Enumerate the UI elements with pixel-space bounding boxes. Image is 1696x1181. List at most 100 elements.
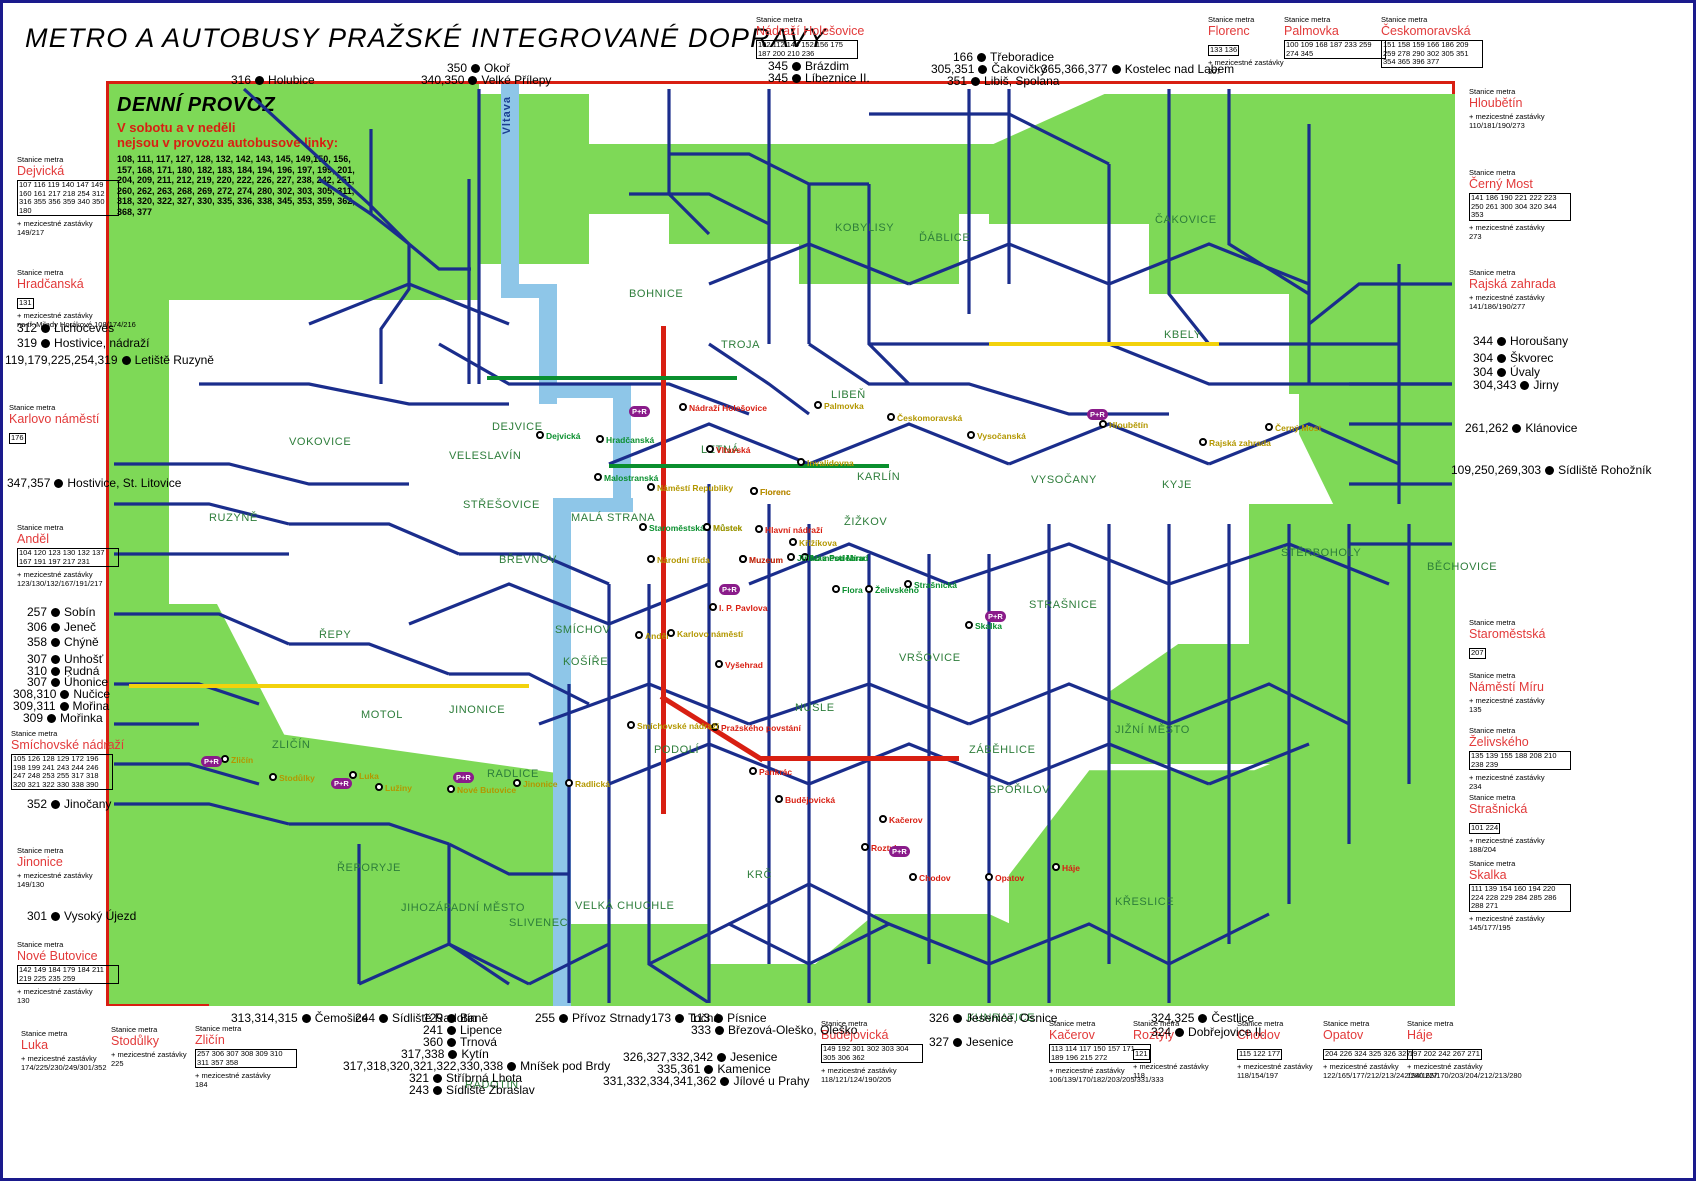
metro-station-vltavsk-[interactable]: Vltavská xyxy=(716,445,751,455)
metro-station-pra-sk-ho-povst-n-[interactable]: Pražského povstání xyxy=(721,723,801,733)
metro-info-name: Anděl xyxy=(17,532,49,546)
metro-station-hlavn-n-dra-[interactable]: Hlavní nádraží xyxy=(765,525,823,535)
metro-station-jinonice[interactable]: Jinonice xyxy=(523,779,558,789)
metro-info-caption: Stanice metra xyxy=(1049,1019,1096,1028)
terminus-lines: 317,318,320,321,322,330,338 xyxy=(343,1059,504,1073)
terminus-lines: 345 xyxy=(768,59,789,73)
metro-station-dot-icon xyxy=(703,523,711,531)
metro-info-name: Staroměstská xyxy=(1469,627,1546,641)
metro-station-florenc[interactable]: Florenc xyxy=(760,487,791,497)
terminus-name: Lichoceves xyxy=(54,321,115,335)
metro-station-stra-nick-[interactable]: Strašnická xyxy=(914,580,957,590)
metro-station-palmovka[interactable]: Palmovka xyxy=(824,401,864,411)
metro-station-n-m-st-m-ru[interactable]: Náměstí Míru xyxy=(811,553,865,563)
map-canvas[interactable]: Vltava DENNÍ PROVOZ V sobotu a v neděli … xyxy=(106,81,1497,1091)
metro-station-k-i-kova[interactable]: Křižíkova xyxy=(799,538,837,548)
metro-station-ka-erov[interactable]: Kačerov xyxy=(889,815,923,825)
metro-station-florenc[interactable]: Florenc xyxy=(760,487,791,497)
metro-station-dot-icon xyxy=(627,721,635,729)
page-title: METRO A AUTOBUSY PRAŽSKÉ INTEGROVANÉ DOP… xyxy=(25,23,827,53)
metro-station-and-l[interactable]: Anděl xyxy=(645,631,669,641)
metro-station-n-dra-hole-ovice[interactable]: Nádraží Holešovice xyxy=(689,403,767,413)
metro-station-n-rodn-t-da[interactable]: Národní třída xyxy=(657,555,710,565)
terminus-dot-icon xyxy=(59,702,69,712)
metro-info-lines: 141 186 190 221 222 223 250 261 300 304 … xyxy=(1469,193,1571,221)
terminus-dot-icon xyxy=(51,655,61,665)
metro-station-vy-ehrad[interactable]: Vyšehrad xyxy=(725,660,763,670)
terminus-name: Přívoz Strnady xyxy=(572,1011,651,1025)
metro-station-bud-jovick-[interactable]: Budějovická xyxy=(785,795,836,805)
metro-station-lu-iny[interactable]: Lužiny xyxy=(385,783,412,793)
metro-station-hrad-ansk-[interactable]: Hradčanská xyxy=(606,435,655,445)
terminus-dot-icon xyxy=(1497,354,1507,364)
metro-info-name: Českomoravská xyxy=(1381,24,1471,38)
metro-station-m-stek[interactable]: Můstek xyxy=(713,523,743,533)
district-libe-: LIBEŇ xyxy=(831,389,866,401)
district-velk-chuchle: VELKÁ CHUCHLE xyxy=(575,900,675,912)
terminus-lines: 345 xyxy=(768,71,789,85)
metro-station-dot-icon xyxy=(375,783,383,791)
metro-station-roztyly[interactable]: Roztyly xyxy=(871,843,902,853)
metro-station-rajsk-zahrada[interactable]: Rajská zahrada xyxy=(1209,438,1271,448)
metro-station-dot-icon xyxy=(1099,420,1107,428)
metro-station-vyso-ansk-[interactable]: Vysočanská xyxy=(977,431,1026,441)
metro-station-ji-ho-z-pod-brad[interactable]: Jiřího z Poděbrad xyxy=(797,553,869,563)
metro-station-dot-icon xyxy=(750,487,758,495)
metro-station-chodov[interactable]: Chodov xyxy=(919,873,951,883)
metro-station-flora[interactable]: Flora xyxy=(842,585,863,595)
metro-station-starom-stsk-[interactable]: Staroměstská xyxy=(649,523,705,533)
metro-station-dejvick-[interactable]: Dejvická xyxy=(546,431,581,441)
metro-station-stod-lky[interactable]: Stodůlky xyxy=(279,773,315,783)
metro-station-pankr-c[interactable]: Pankrác xyxy=(759,767,793,777)
metro-station-karlovo-n-m-st-[interactable]: Karlovo náměstí xyxy=(677,629,744,639)
metro-station-opatov[interactable]: Opatov xyxy=(995,873,1025,883)
metro-line-a xyxy=(609,464,889,468)
metro-station-luka[interactable]: Luka xyxy=(359,771,379,781)
district-k-eslice: KŘESLICE xyxy=(1115,896,1175,908)
terminus-dot-icon xyxy=(953,1038,963,1048)
district-motol: MOTOL xyxy=(361,709,403,721)
district--akovice: ČAKOVICE xyxy=(1155,214,1217,226)
metro-info-caption: Stanice metra xyxy=(1133,1019,1180,1028)
metro-station-malostransk-[interactable]: Malostranská xyxy=(604,473,659,483)
metro-station-invalidovna[interactable]: Invalidovna xyxy=(807,458,854,468)
district-kunratice: KUNRATICE xyxy=(967,1012,1036,1024)
terminus-name: Hostivice, St. Litovice xyxy=(67,476,182,490)
metro-station-hloub-t-n[interactable]: Hloubětín xyxy=(1109,420,1149,430)
metro-station-dot-icon xyxy=(967,431,975,439)
park-ride-badge: P+R xyxy=(889,846,910,857)
terminus-name: Sobín xyxy=(64,605,96,619)
metro-info-caption: Stanice metra xyxy=(195,1024,242,1033)
metro-station-sm-chovsk-n-dra-[interactable]: Smíchovské nádraží xyxy=(637,721,719,731)
metro-station-nov-butovice[interactable]: Nové Butovice xyxy=(457,785,517,795)
terminus-dot-icon xyxy=(977,53,987,63)
metro-station-radlick-[interactable]: Radlická xyxy=(575,779,610,789)
metro-station-muzeum[interactable]: Muzeum xyxy=(749,555,783,565)
metro-info-caption: Stanice metra xyxy=(756,15,803,24)
metro-station-muzeum[interactable]: Muzeum xyxy=(749,555,783,565)
metro-station-m-stek[interactable]: Můstek xyxy=(713,523,743,533)
metro-station-skalka[interactable]: Skalka xyxy=(975,621,1002,631)
metro-station--ern-most[interactable]: Černý Most xyxy=(1275,423,1322,433)
metro-station--eskomoravsk-[interactable]: Českomoravská xyxy=(897,413,963,423)
metro-station-i-p-pavlova[interactable]: I. P. Pavlova xyxy=(719,603,768,613)
metro-station-zli-n[interactable]: Zličín xyxy=(231,755,254,765)
metro-station-dot-icon xyxy=(909,873,917,881)
metro-station-h-je[interactable]: Háje xyxy=(1062,863,1080,873)
metro-station--elivsk-ho[interactable]: Želivského xyxy=(875,585,919,595)
metro-station-n-m-st-republiky[interactable]: Náměstí Republiky xyxy=(657,483,734,493)
terminus-name: Čemošice xyxy=(314,1011,369,1025)
district-karl-n: KARLÍN xyxy=(857,471,901,483)
metro-info-caption: Stanice metra xyxy=(1469,268,1516,277)
terminus-dot-icon xyxy=(433,1086,443,1096)
